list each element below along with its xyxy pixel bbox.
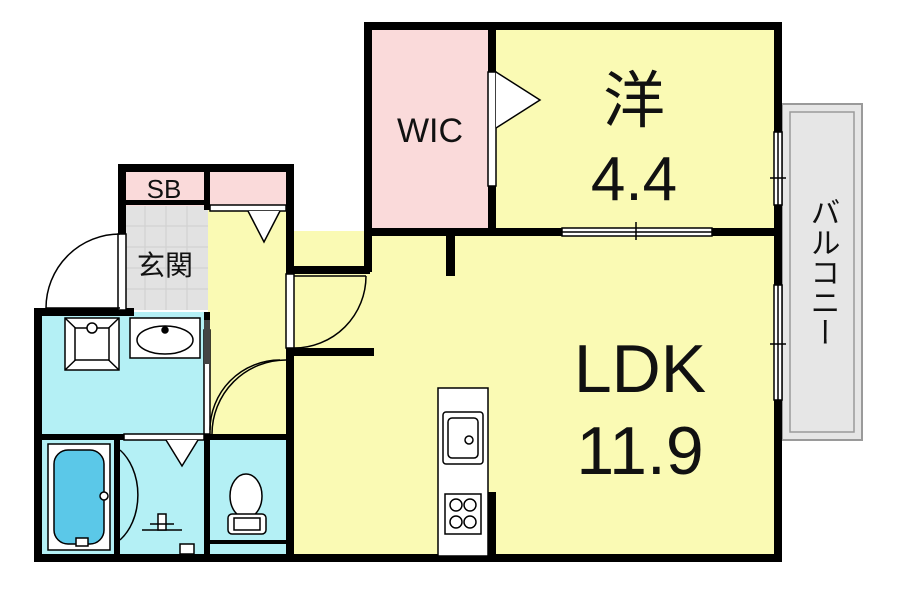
shower-faucet-icon	[142, 513, 195, 555]
ldk-floor-upper	[370, 231, 776, 271]
washbasin-icon	[129, 317, 201, 359]
washing-machine-icon	[64, 317, 120, 371]
balcony-label: バルコニー	[806, 197, 839, 347]
western-room-floor	[493, 28, 776, 231]
kitchen-sink-icon	[442, 411, 484, 465]
stove-icon	[444, 493, 482, 535]
bathtub-icon	[47, 443, 111, 551]
wic-floor	[370, 28, 493, 231]
walls	[34, 22, 782, 562]
wic-door[interactable]	[487, 71, 542, 187]
toilet-icon	[227, 473, 267, 535]
ldk-door[interactable]	[285, 273, 367, 349]
washroom-hatch	[204, 320, 210, 364]
wic-label: WIC	[397, 112, 463, 150]
western-room-size: 4.4	[591, 145, 677, 214]
ldk-floor	[290, 231, 776, 556]
balcony-floor	[781, 103, 863, 441]
sliding-door-western-ldk[interactable]	[561, 222, 713, 240]
entrance-label: 玄関	[137, 250, 193, 281]
entrance-tiles	[124, 206, 208, 310]
ldk-name: LDK	[574, 331, 706, 407]
toilet-door[interactable]	[211, 359, 287, 435]
bathroom-door[interactable]	[119, 433, 205, 541]
shoe-box-label: SB	[147, 174, 182, 204]
western-room-name: 洋	[603, 67, 665, 136]
closet-door[interactable]	[209, 204, 287, 244]
balcony-inner-line	[789, 111, 855, 433]
ldk-size: 11.9	[576, 413, 703, 489]
closet-floor	[208, 170, 286, 205]
entrance-door[interactable]	[45, 233, 127, 311]
balcony-windows	[770, 131, 786, 401]
